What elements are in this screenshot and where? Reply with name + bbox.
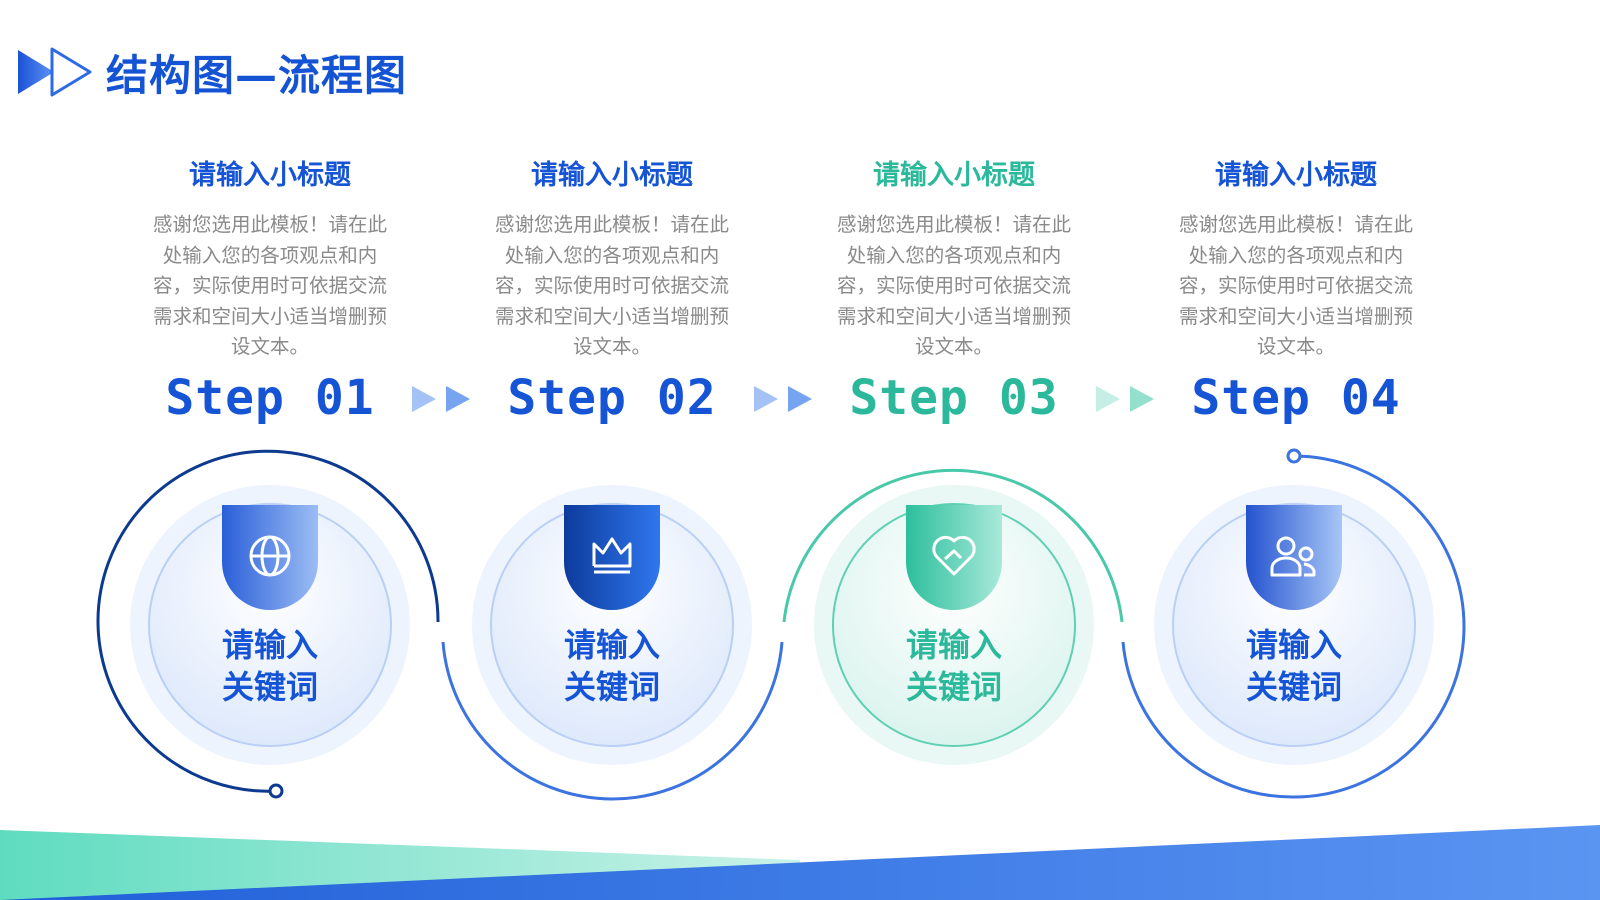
- step-1-text: 请输入小标题 感谢您选用此模板！请在此处输入您的各项观点和内容，实际使用时可依据…: [105, 150, 435, 363]
- connector-arc-1: [96, 449, 440, 793]
- connector-arc-2: [441, 641, 784, 801]
- users-icon: [1270, 536, 1316, 577]
- connector-dot-1: [268, 783, 284, 799]
- step-4-label: Step 04: [1191, 370, 1401, 426]
- step-4-description: 感谢您选用此模板！请在此处输入您的各项观点和内容，实际使用时可依据交流需求和空间…: [1178, 213, 1413, 358]
- step-1-subtitle: 请输入小标题: [189, 160, 351, 191]
- play-arrows-icon: [18, 47, 92, 97]
- step-1-keyword: 请输入 关键词: [170, 624, 370, 708]
- step-3-keyword: 请输入 关键词: [854, 624, 1054, 708]
- arrow-separator-1: [412, 386, 470, 412]
- step-4-node: [1154, 485, 1434, 765]
- step-3-label: Step 03: [849, 370, 1059, 426]
- step-4-keyword-line2: 关键词: [1245, 668, 1342, 706]
- connector-arc-4b: [1292, 454, 1466, 799]
- step-3-subtitle: 请输入小标题: [873, 160, 1035, 191]
- arrow-separator-3: [1096, 386, 1154, 412]
- step-4-keyword-line1: 请输入: [1245, 626, 1342, 664]
- connector-arc-4: [1121, 641, 1294, 799]
- step-2-keyword-line1: 请输入: [563, 626, 660, 664]
- step-4-subtitle: 请输入小标题: [1215, 160, 1377, 191]
- heart-link-icon: [932, 535, 976, 576]
- step-1-keyword-line2: 关键词: [221, 668, 318, 706]
- step-1-description: 感谢您选用此模板！请在此处输入您的各项观点和内容，实际使用时可依据交流需求和空间…: [152, 213, 387, 358]
- arrow-separator-2: [754, 386, 812, 412]
- step-3-description: 感谢您选用此模板！请在此处输入您的各项观点和内容，实际使用时可依据交流需求和空间…: [836, 213, 1071, 358]
- connector-arc-3: [782, 468, 1124, 623]
- crown-icon: [592, 537, 632, 574]
- step-2-label: Step 02: [507, 370, 717, 426]
- footer-band: [0, 825, 1600, 900]
- step-3-keyword-line2: 关键词: [905, 668, 1002, 706]
- step-2-keyword: 请输入 关键词: [512, 624, 712, 708]
- step-3-node: [814, 485, 1094, 765]
- step-2-subtitle: 请输入小标题: [531, 160, 693, 191]
- step-2-description: 感谢您选用此模板！请在此处输入您的各项观点和内容，实际使用时可依据交流需求和空间…: [494, 213, 729, 358]
- step-3-keyword-line1: 请输入: [905, 626, 1002, 664]
- step-2-keyword-line2: 关键词: [563, 668, 660, 706]
- step-4-text: 请输入小标题 感谢您选用此模板！请在此处输入您的各项观点和内容，实际使用时可依据…: [1131, 150, 1461, 363]
- step-4-keyword: 请输入 关键词: [1194, 624, 1394, 708]
- connector-dot-4: [1286, 448, 1302, 464]
- step-2-node: [472, 485, 752, 765]
- header: 结构图—流程图: [16, 44, 407, 100]
- step-1-node: [130, 485, 410, 765]
- step-2-text: 请输入小标题 感谢您选用此模板！请在此处输入您的各项观点和内容，实际使用时可依据…: [447, 150, 777, 363]
- page-title: 结构图—流程图: [106, 50, 408, 100]
- step-1-keyword-line1: 请输入: [221, 626, 318, 664]
- step-3-text: 请输入小标题 感谢您选用此模板！请在此处输入您的各项观点和内容，实际使用时可依据…: [789, 150, 1119, 363]
- step-1-label: Step 01: [165, 370, 375, 426]
- globe-icon: [249, 535, 291, 577]
